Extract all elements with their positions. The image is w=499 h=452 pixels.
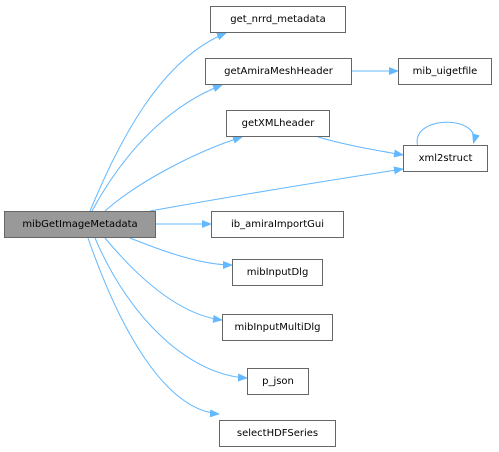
edge-n-xml2struct-to-n-xml2struct: [416, 121, 480, 146]
node-mibgetimagemetadata: mibGetImageMetadata: [4, 211, 156, 238]
node-xml2struct[interactable]: xml2struct: [403, 145, 488, 172]
node-p-json[interactable]: p_json: [247, 368, 309, 395]
node-ib-amiraimportgui[interactable]: ib_amiraImportGui: [211, 211, 344, 238]
node-getxmlheader[interactable]: getXMLheader: [226, 110, 330, 137]
edge-root-to-n-nrrd: [89, 32, 227, 212]
node-mib-uigetfile[interactable]: mib_uigetfile: [398, 58, 492, 85]
edge-root-to-n-xml2struct: [149, 166, 404, 212]
edge-root-to-n-selecthdf: [87, 237, 220, 418]
edge-root-to-n-inputmultidlg: [104, 237, 223, 323]
edge-root-to-n-amiramesh: [91, 84, 223, 212]
node-mibinputdlg[interactable]: mibInputDlg: [232, 259, 323, 286]
node-getamirameshheader[interactable]: getAmiraMeshHeader: [205, 58, 352, 85]
edge-root-to-n-xmlheader: [104, 135, 243, 212]
node-mibinputmultidlg[interactable]: mibInputMultiDlg: [222, 314, 333, 341]
edge-root-to-n-inputdlg: [129, 237, 233, 269]
node-get-nrrd-metadata[interactable]: get_nrrd_metadata: [210, 6, 346, 33]
edge-root-to-n-pjson: [94, 237, 248, 382]
edge-n-xmlheader-to-n-xml2struct: [317, 136, 404, 158]
node-selecthdfseries[interactable]: selectHDFSeries: [219, 420, 336, 447]
